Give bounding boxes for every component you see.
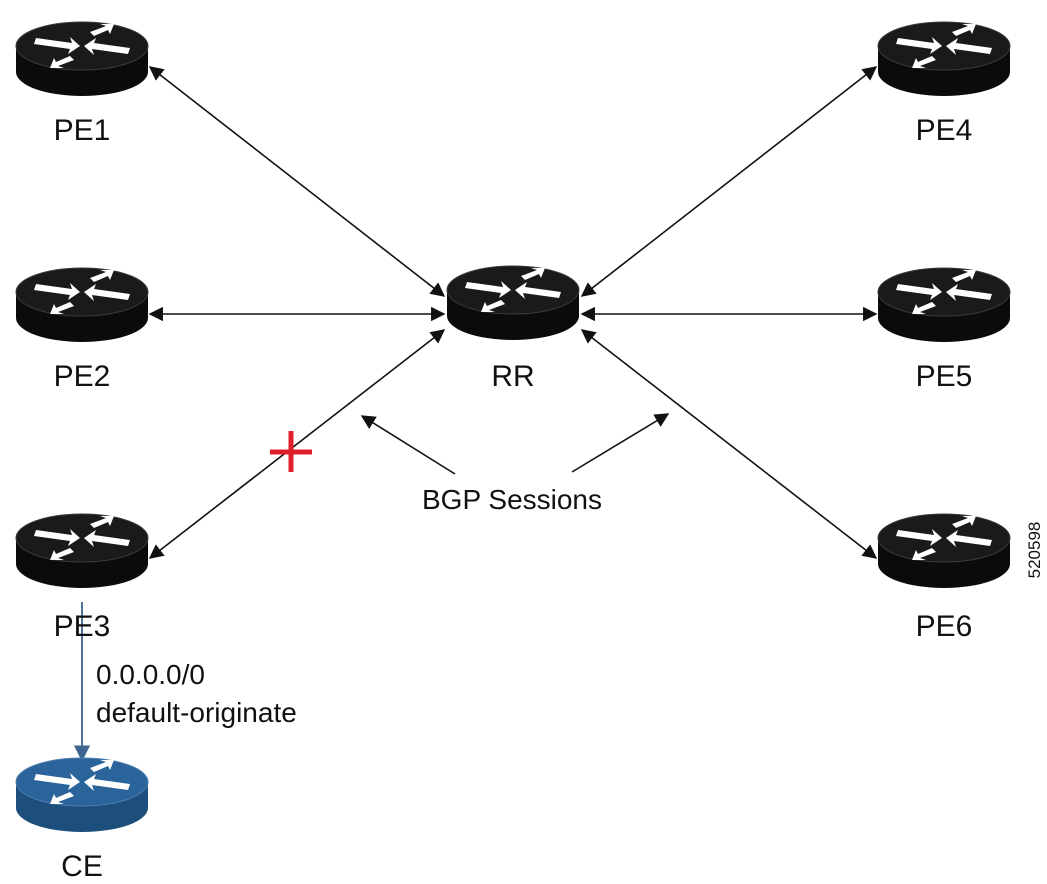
pe4-label: PE4 (916, 114, 973, 147)
pe6-router-icon[interactable] (877, 513, 1011, 589)
session-failure-mark (270, 431, 312, 472)
pe1-router-icon[interactable] (15, 21, 149, 97)
pe2-label: PE2 (54, 360, 111, 393)
ce-label: CE (61, 850, 103, 883)
pe5-label: PE5 (916, 360, 973, 393)
session-link-pe3-rr (148, 329, 446, 559)
figure-id: 520598 (1025, 522, 1044, 579)
session-link-pe1-rr (148, 66, 446, 297)
pe1-label: PE1 (54, 114, 111, 147)
bgp-session-links (148, 66, 878, 559)
pe2-router-icon[interactable] (15, 267, 149, 343)
pe3-router-icon[interactable] (15, 513, 149, 589)
default-originate-label: default-originate (96, 697, 297, 728)
session-link-pe6-rr (580, 329, 878, 559)
rr-label: RR (491, 360, 534, 393)
bgp-sessions-label: BGP Sessions (422, 484, 602, 515)
ce-router-icon[interactable] (15, 757, 149, 833)
pe3-label: PE3 (54, 610, 111, 643)
bgp-sessions-callout-arrows (360, 413, 670, 475)
rr-router-icon[interactable] (446, 265, 580, 341)
pe4-router-icon[interactable] (877, 21, 1011, 97)
session-link-pe4-rr (580, 66, 878, 297)
default-route-prefix: 0.0.0.0/0 (96, 659, 205, 690)
pe5-router-icon[interactable] (877, 267, 1011, 343)
pe6-label: PE6 (916, 610, 973, 643)
